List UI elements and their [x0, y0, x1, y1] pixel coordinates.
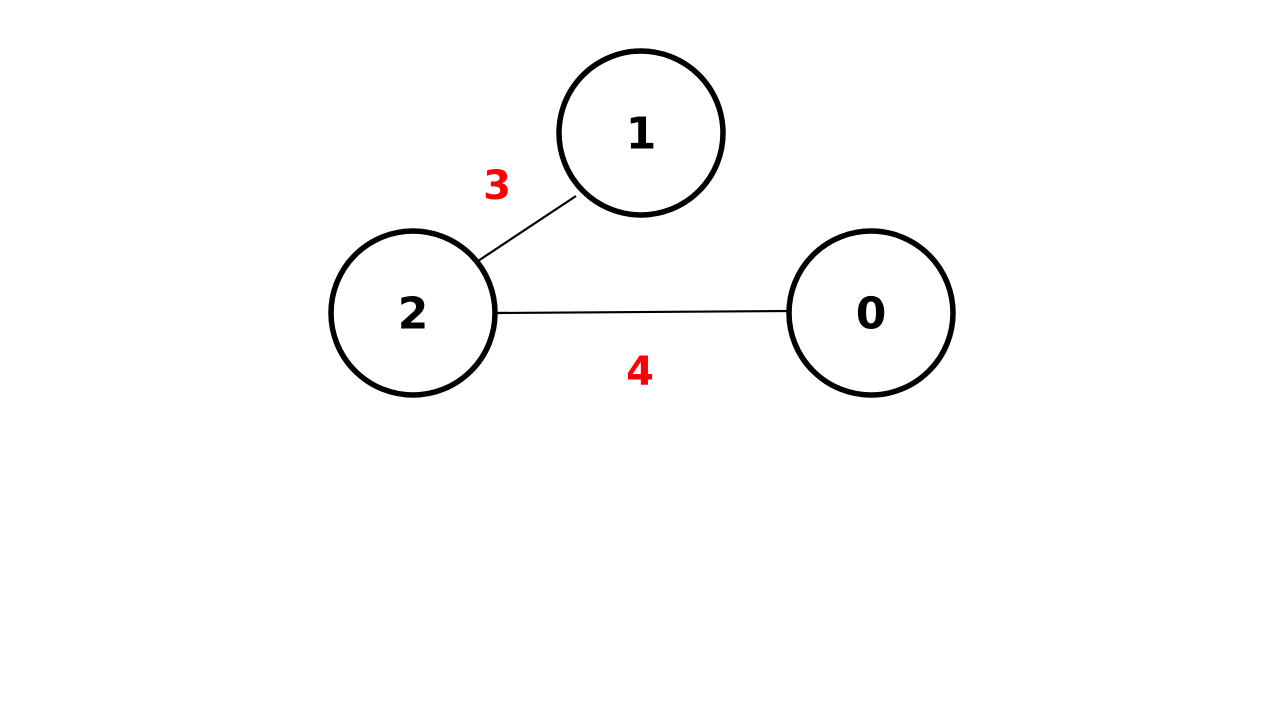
node-1[interactable]: 1	[556, 48, 726, 218]
edge-2-0[interactable]	[495, 309, 790, 315]
node-0[interactable]: 0	[786, 228, 956, 398]
edge-2-0-weight-label: 4	[626, 349, 654, 395]
edge-layer	[477, 195, 790, 315]
node-1-circle[interactable]	[556, 48, 726, 218]
node-layer: 1 2 0	[328, 48, 956, 398]
edge-label-layer: 3 4	[483, 163, 654, 395]
node-0-circle[interactable]	[786, 228, 956, 398]
node-1-label: 1	[626, 109, 657, 160]
edge-2-1[interactable]	[477, 195, 577, 262]
edge-2-1-weight-label: 3	[483, 163, 511, 209]
node-2-label: 2	[398, 289, 429, 340]
node-2[interactable]: 2	[328, 228, 498, 398]
node-0-label: 0	[856, 289, 887, 340]
node-2-circle[interactable]	[328, 228, 498, 398]
